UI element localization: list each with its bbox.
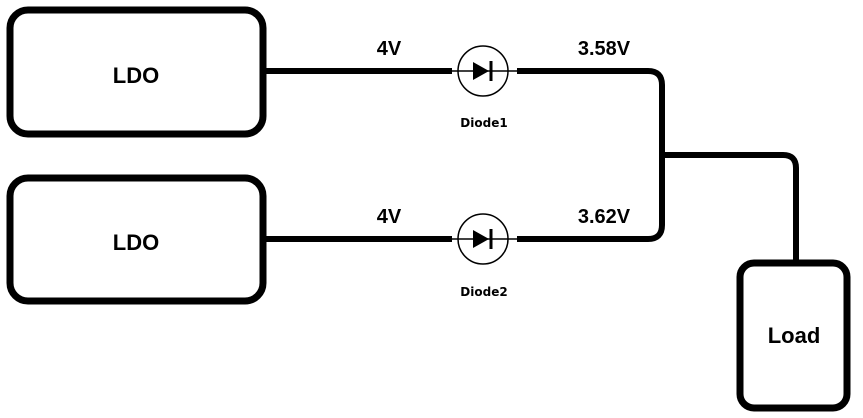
diode1-label: Diode1 <box>460 116 507 130</box>
ldo2-box <box>6 174 267 305</box>
wire-bus-load <box>662 152 799 262</box>
load-label: Load <box>768 323 821 348</box>
diode2-label: Diode2 <box>460 285 507 299</box>
ldo2-label: LDO <box>113 230 159 255</box>
ldo2-block: LDO <box>6 174 267 305</box>
voltage-label-diode1-out: 3.58V <box>578 38 631 60</box>
diode2-symbol: Diode2 <box>452 213 517 299</box>
ldo1-box <box>6 6 267 138</box>
diode1-anode-triangle-icon <box>473 62 489 80</box>
voltage-label-ldo1-out: 4V <box>377 38 402 60</box>
ldo1-block: LDO <box>6 6 267 138</box>
ldo1-label: LDO <box>113 63 159 88</box>
load-box <box>736 259 851 412</box>
voltage-label-ldo2-out: 4V <box>377 206 402 228</box>
diode2-anode-triangle-icon <box>473 230 489 248</box>
load-block: Load <box>736 259 851 412</box>
voltage-label-diode2-out: 3.62V <box>578 206 631 228</box>
diode1-symbol: Diode1 <box>452 45 517 130</box>
